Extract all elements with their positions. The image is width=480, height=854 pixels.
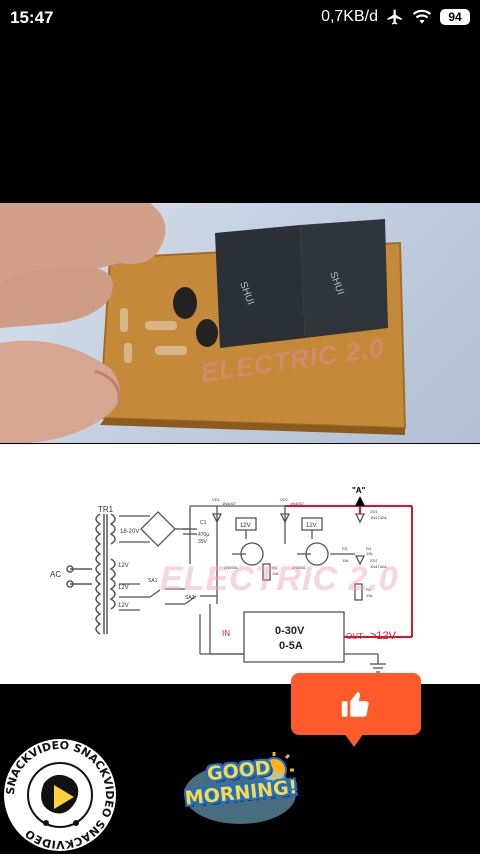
- battery-icon: 94: [440, 9, 470, 25]
- label-tr1: TR1: [98, 505, 114, 514]
- label-point-a: "A": [352, 486, 366, 495]
- label-r3: R3: [342, 546, 348, 551]
- snackvideo-logo[interactable]: SNACKVIDEO SNACKVIDEO SNACKVIDEO: [0, 735, 120, 854]
- label-r1-val: 10k: [272, 571, 278, 576]
- label-r4: R4: [366, 546, 372, 551]
- label-c1-val: 470µ: [198, 532, 209, 538]
- label-r2: R2: [366, 587, 372, 592]
- label-c1: C1: [200, 520, 207, 526]
- schematic-watermark: ELECTRIC 2.0: [160, 560, 399, 598]
- label-r1: R1: [272, 565, 278, 570]
- label-q1: 2N5551: [224, 565, 239, 570]
- schematic-diagram: TR1 AC 18-20V C1 470µ 35V 12V 12V 12V 12…: [50, 486, 413, 673]
- label-zd1: ZD1: [370, 509, 378, 514]
- label-q2: 2N5551: [292, 565, 307, 570]
- label-module-a: 0-5A: [279, 640, 303, 652]
- label-zd1-part: 1N4742A: [370, 515, 387, 520]
- label-vd1-part: 1N4007: [222, 501, 237, 506]
- network-speed: 0,7KB/d: [321, 8, 378, 25]
- pcb-photo-illustration: SHUI SHUI: [0, 203, 407, 443]
- label-sa2: SA2: [185, 595, 195, 601]
- transformer-tr1: [66, 513, 116, 635]
- status-bar: 15:47 0,7KB/d 94: [0, 0, 480, 36]
- label-12v-b: 12V: [306, 523, 317, 529]
- thumbs-up-icon: [341, 691, 369, 717]
- video-frame-photo[interactable]: SHUI SHUI ELECTRIC 2.0: [0, 203, 480, 443]
- label-zd2: ZD2: [370, 558, 378, 563]
- label-c1-volt: 35V: [198, 539, 208, 545]
- label-vd2: VD2: [280, 497, 289, 502]
- label-r3-val: 10k: [342, 558, 348, 563]
- snackvideo-logo-art: SNACKVIDEO SNACKVIDEO SNACKVIDEO: [4, 739, 116, 851]
- video-frame-schematic[interactable]: TR1 AC 18-20V C1 470µ 35V 12V 12V 12V 12…: [0, 444, 480, 684]
- label-12v-e: 12V: [118, 603, 129, 609]
- like-pointer: [344, 733, 364, 747]
- label-12v-c: 12V: [118, 563, 129, 569]
- label-r4-val: 10k: [366, 551, 372, 556]
- label-module-v: 0-30V: [275, 625, 305, 637]
- label-1820v: 18-20V: [120, 529, 139, 535]
- label-in: IN: [222, 629, 230, 638]
- label-vd1: VD1: [212, 497, 221, 502]
- sticker-sun-icon: [184, 752, 296, 824]
- label-out: OUT: [346, 632, 363, 641]
- label-12v-a: 12V: [240, 523, 251, 529]
- label-r2-val: 10k: [366, 593, 372, 598]
- status-time: 15:47: [10, 8, 54, 27]
- airplane-icon: [387, 9, 402, 25]
- good-morning-sticker: GOOD MORNING!: [180, 752, 300, 830]
- label-sa1: SA1: [148, 578, 158, 584]
- label-out-gt: >12V: [370, 630, 397, 642]
- label-12v-d: 12V: [118, 585, 129, 591]
- label-vd2-part: 1N4007: [290, 501, 305, 506]
- label-zd2-part: 1N4742A: [370, 564, 387, 569]
- status-right: 0,7KB/d 94: [321, 8, 470, 26]
- like-button[interactable]: [291, 673, 421, 735]
- wifi-icon: [412, 9, 432, 24]
- label-ac: AC: [50, 570, 61, 579]
